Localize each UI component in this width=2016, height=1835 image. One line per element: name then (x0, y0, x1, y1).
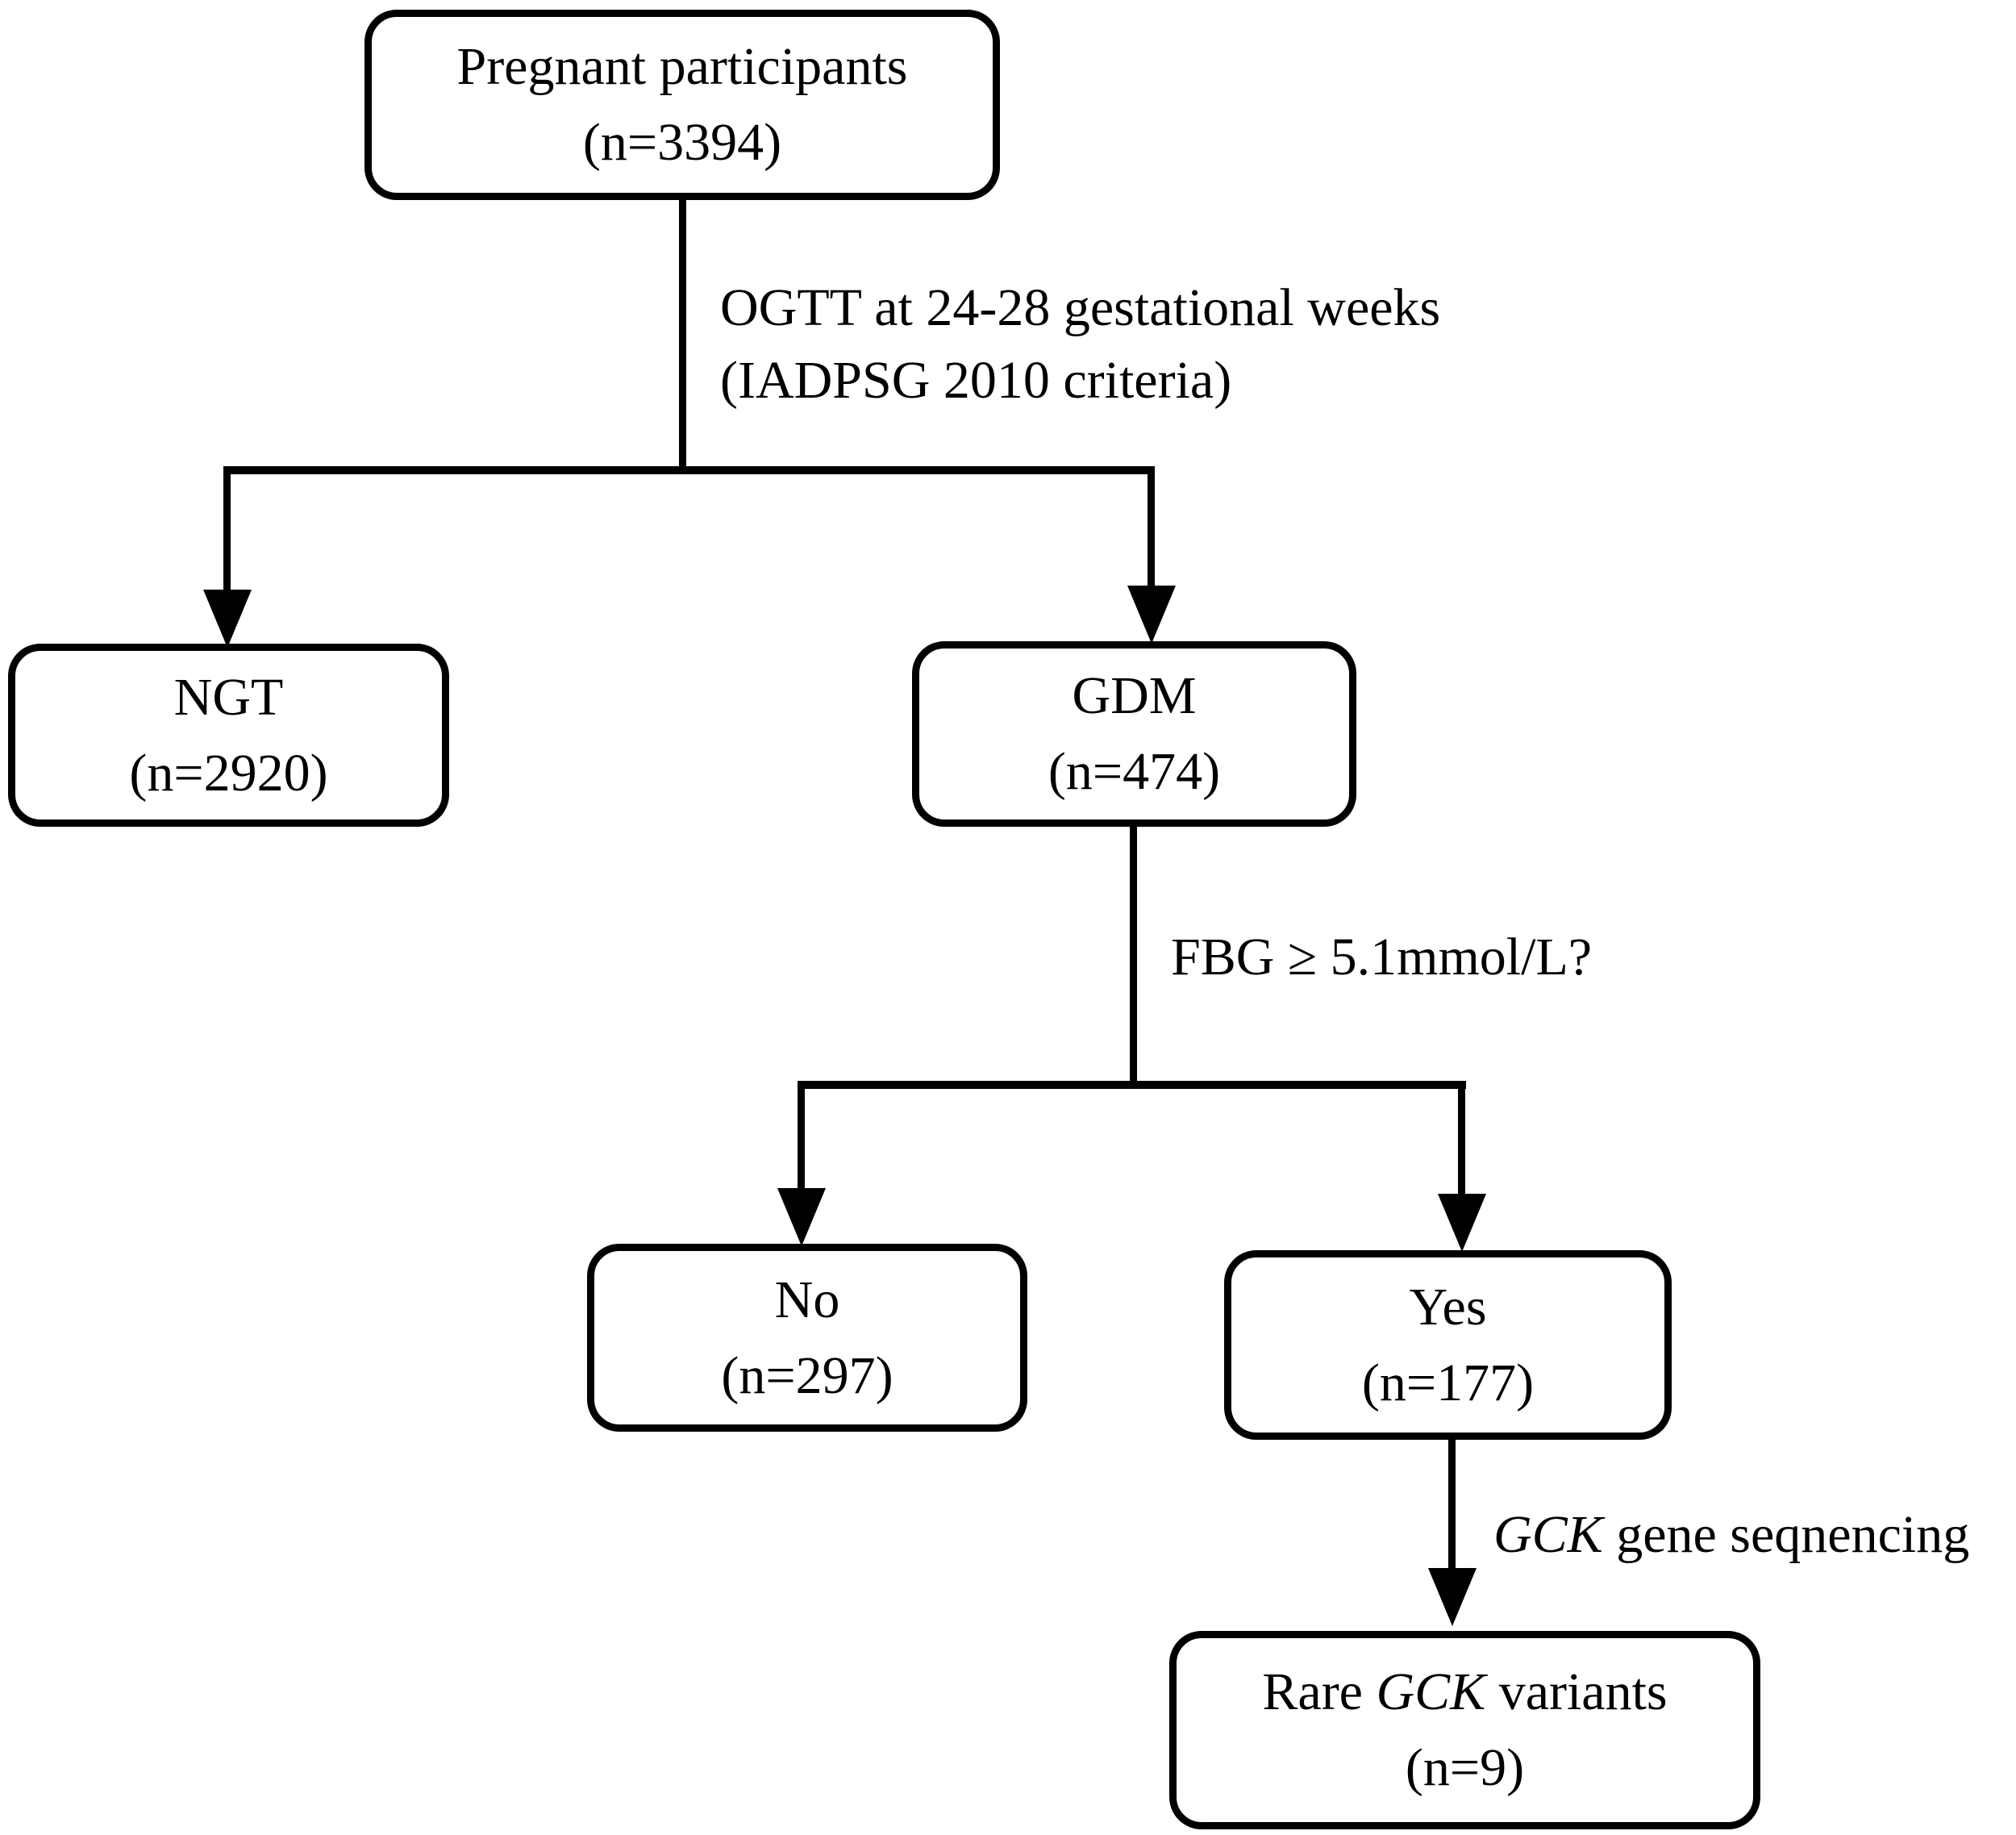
split2-horizontal-line (802, 1081, 1466, 1089)
arrowhead-down-rare (1428, 1568, 1477, 1626)
node-gdm-count: (n=474) (1048, 742, 1221, 801)
node-ngt: NGT (n=2920) (8, 644, 449, 827)
split2-right-line (1458, 1081, 1465, 1198)
node-pregnant-participants: Pregnant participants (n=3394) (364, 10, 1000, 200)
node-gdm-line1: GDM (1072, 666, 1197, 725)
node-rare-line1-pre: Rare (1262, 1662, 1377, 1721)
split1-horizontal-line (227, 466, 1152, 474)
arrowhead-down-gdm (1127, 586, 1176, 644)
label-fbg-question: FBG ≥ 5.1mmol/L? (1171, 928, 1593, 986)
connector-gdm-to-split (1130, 827, 1137, 1086)
node-no-count: (n=297) (721, 1345, 893, 1405)
node-rare-gene-symbol: GCK (1376, 1662, 1486, 1721)
node-ngt-line1: NGT (173, 667, 284, 727)
label-ogtt-line2: (IADPSG 2010 criteria) (720, 351, 1232, 410)
label-gck-rest: gene seqnencing (1602, 1505, 1970, 1564)
label-gck-gene-symbol: GCK (1493, 1505, 1603, 1564)
node-no-line1: No (774, 1270, 840, 1329)
node-pregnant-line1: Pregnant participants (456, 37, 908, 96)
connector-yes-to-rare (1448, 1440, 1456, 1573)
node-yes: Yes (n=177) (1224, 1250, 1672, 1440)
node-rare-gck-variants: Rare GCK variants (n=9) (1169, 1631, 1760, 1829)
split2-left-line (798, 1081, 805, 1194)
label-gck-sequencing: GCK gene seqnencing (1493, 1499, 1969, 1571)
connector-pregnant-to-split (679, 198, 686, 473)
split1-right-line (1148, 466, 1155, 591)
label-ogtt-criteria: OGTT at 24-28 gestational weeks (IADPSG … (720, 272, 1440, 417)
arrowhead-down-yes (1438, 1194, 1486, 1252)
split1-left-line (223, 466, 231, 595)
node-ngt-count: (n=2920) (129, 743, 328, 803)
node-rare-line1: Rare GCK variants (1262, 1654, 1667, 1730)
arrowhead-down-ngt (203, 590, 252, 648)
node-rare-line1-post: variants (1485, 1662, 1668, 1721)
node-gdm: GDM (n=474) (912, 641, 1356, 827)
node-yes-line1: Yes (1409, 1277, 1487, 1337)
node-no: No (n=297) (587, 1244, 1027, 1432)
node-pregnant-count: (n=3394) (582, 113, 782, 172)
node-yes-count: (n=177) (1361, 1353, 1535, 1412)
label-ogtt-line1: OGTT at 24-28 gestational weeks (720, 278, 1441, 337)
arrowhead-down-no (777, 1188, 826, 1246)
node-rare-count: (n=9) (1405, 1738, 1525, 1797)
